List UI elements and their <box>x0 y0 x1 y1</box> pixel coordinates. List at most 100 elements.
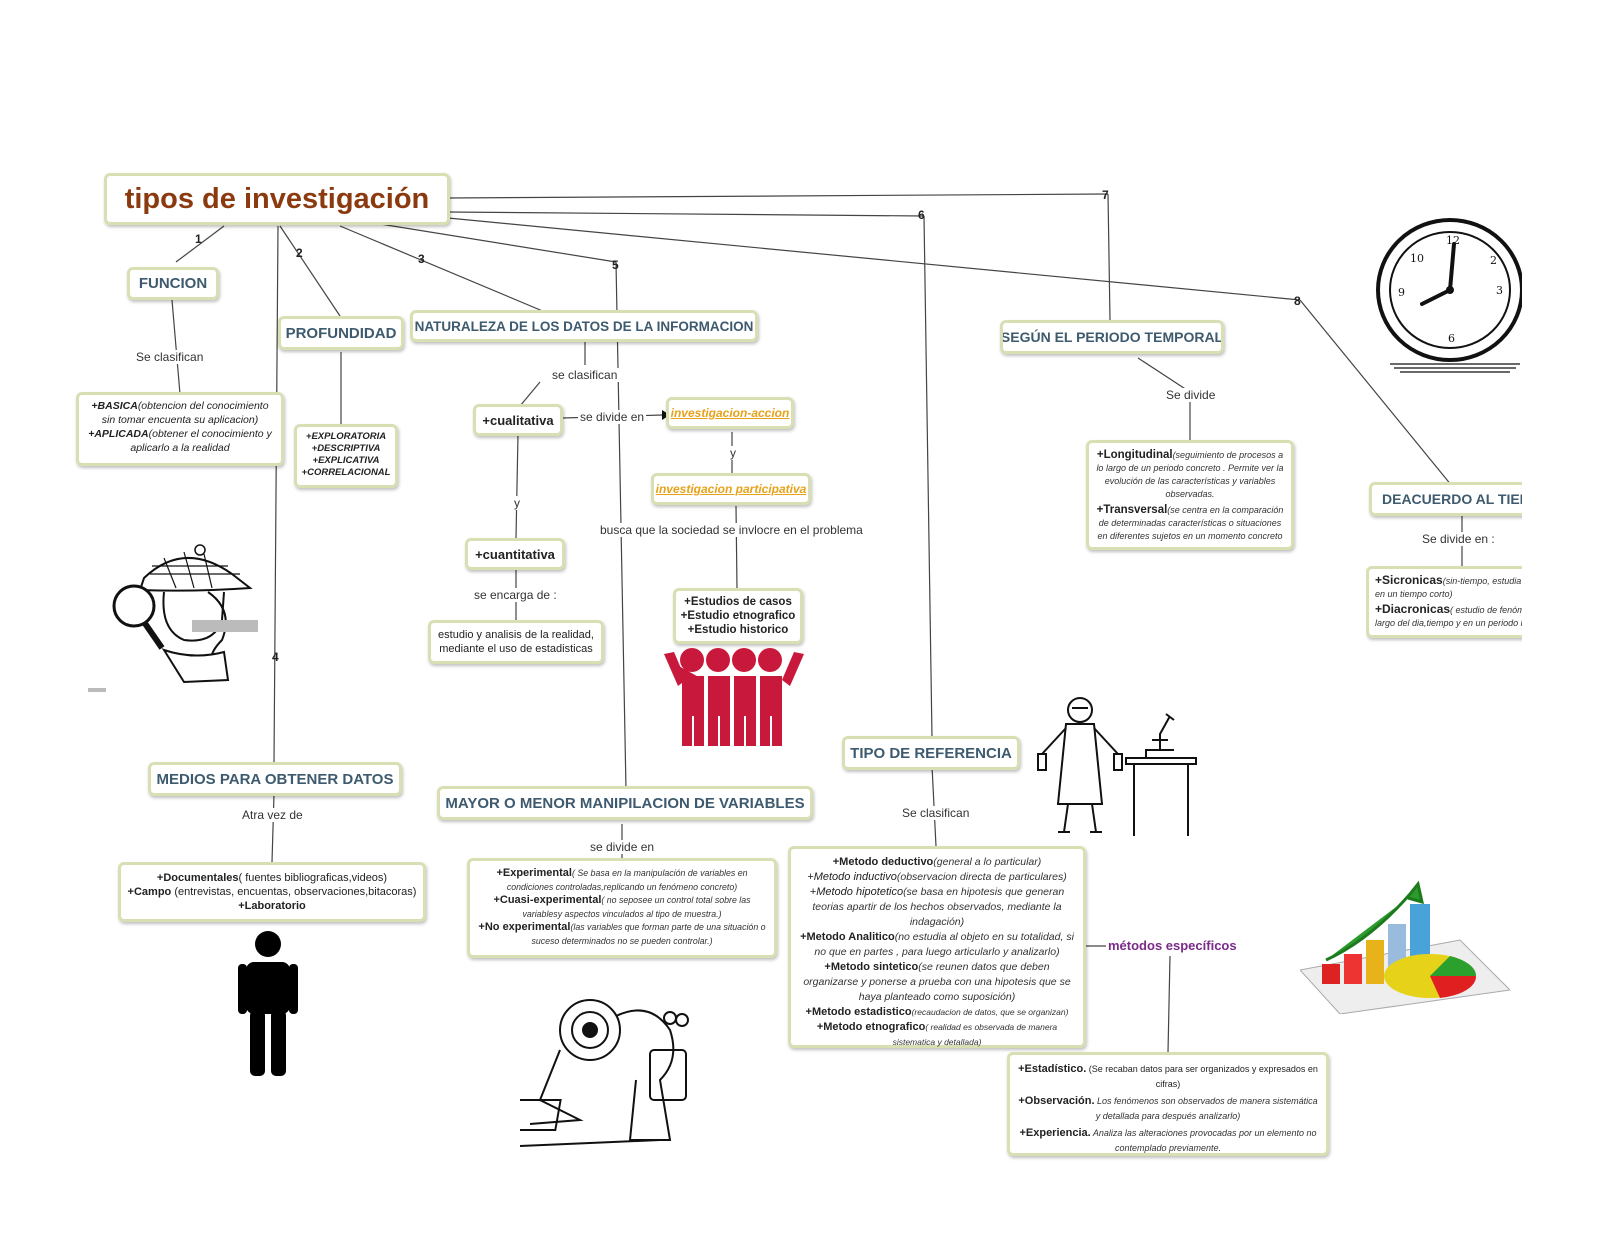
estudio-item: +Estudio historico <box>687 624 789 636</box>
branch-number-7: 7 <box>1102 188 1109 202</box>
manipulacion-node[interactable]: MAYOR O MENOR MANIPILACION DE VARIABLES <box>437 786 813 820</box>
inv-participativa-link[interactable]: investigacion participativa <box>655 482 807 496</box>
scientist-illustration <box>1037 697 1197 836</box>
y-connector-2: y <box>512 496 522 510</box>
funcion-node[interactable]: FUNCION <box>127 267 219 300</box>
medios-item: +Campo (entrevistas, encuentas, observac… <box>127 886 417 898</box>
profundidad-item: +CORRELACIONAL <box>301 467 391 478</box>
manipulacion-items-node[interactable]: +Experimental( Se basa en la manipulació… <box>467 858 777 958</box>
svg-text:12: 12 <box>1446 234 1460 247</box>
temporal-header: SEGÚN EL PERIODO TEMPORAL <box>1000 329 1224 345</box>
tiempo-item: +Sicronicas(sin-tiempo, estudia fenómeno… <box>1375 573 1522 599</box>
cualitativa-node[interactable]: +cualitativa <box>473 404 563 436</box>
funcion-item: +APLICADA(obtener el conocimiento y apli… <box>88 428 272 454</box>
link-3 <box>339 225 546 313</box>
person-icon <box>238 931 298 1076</box>
branch-number-8: 8 <box>1294 294 1301 308</box>
profundidad-items-node[interactable]: +EXPLORATORIA +DESCRIPTIVA +EXPLICATIVA … <box>294 424 398 488</box>
referencia-header: TIPO DE REFERENCIA <box>850 744 1012 762</box>
profundidad-item: +EXPLICATIVA <box>312 455 380 466</box>
medios-item: +Laboratorio <box>238 900 306 912</box>
metodos-especificos-label: métodos específicos <box>1108 938 1237 953</box>
referencia-item: +Metodo inductivo(observacion directa de… <box>807 871 1067 883</box>
funcion-items-node[interactable]: +BASICA(obtencion del conocimiento sin t… <box>76 392 284 466</box>
estudios-node[interactable]: +Estudios de casos +Estudio etnografico … <box>673 588 803 644</box>
branch-number-3: 3 <box>418 252 425 266</box>
svg-text:10: 10 <box>1410 252 1424 265</box>
link-nat-2 <box>519 381 541 407</box>
naturaleza-header: NATURALEZA DE LOS DATOS DE LA INFORMACIO… <box>414 318 754 334</box>
estudio-analisis-text: estudio y analisis de la realidad, media… <box>438 629 594 655</box>
estudio-item: +Estudio etnografico <box>680 610 796 622</box>
link-6b <box>923 215 933 739</box>
cuantitativa-node[interactable]: +cuantitativa <box>465 538 565 570</box>
link-4 <box>273 225 279 763</box>
link-espec-box <box>1167 955 1171 1053</box>
inv-accion-link[interactable]: investigacion-accion <box>670 406 790 420</box>
link-medios <box>271 793 275 863</box>
referencia-item: +Metodo sintetico(se reunen datos que de… <box>803 961 1071 1003</box>
link-5a <box>379 223 617 263</box>
medios-connector: Atra vez de <box>240 808 305 822</box>
temporal-items-node[interactable]: +Longitudinal(seguimiento de procesos a … <box>1086 440 1294 550</box>
medios-items-node[interactable]: +Documentales( fuentes bibliograficas,vi… <box>118 862 426 922</box>
tiempo-header: DEACUERDO AL TIEMPO <box>1382 491 1522 507</box>
tiempo-connector: Se divide en : <box>1420 532 1497 546</box>
branch-number-5: 5 <box>612 258 619 272</box>
referencia-item: +Metodo estadistico(recaudacion de datos… <box>805 1006 1069 1018</box>
estudio-item: +Estudios de casos <box>684 596 792 608</box>
medios-node[interactable]: MEDIOS PARA OBTENER DATOS <box>148 762 402 796</box>
branch-number-2: 2 <box>296 246 303 260</box>
especificos-items-node[interactable]: +Estadístico. (Se recaban datos para ser… <box>1007 1052 1329 1156</box>
encarga-label: se encarga de : <box>472 588 559 602</box>
referencia-node[interactable]: TIPO DE REFERENCIA <box>842 736 1020 770</box>
tiempo-items-node[interactable]: +Sicronicas(sin-tiempo, estudia fenómeno… <box>1366 566 1522 638</box>
referencia-connector: Se clasifican <box>900 806 972 820</box>
people-group-icon <box>664 648 804 746</box>
manipulacion-header: MAYOR O MENOR MANIPILACION DE VARIABLES <box>445 794 805 812</box>
especificos-item: +Observación. Los fenómenos son observad… <box>1018 1095 1318 1121</box>
referencia-item: +Metodo hipotetico(se basa en hipotesis … <box>809 886 1065 928</box>
estudio-analisis-node[interactable]: estudio y analisis de la realidad, media… <box>428 620 604 664</box>
naturaleza-node[interactable]: NATURALEZA DE LOS DATOS DE LA INFORMACIO… <box>410 310 758 342</box>
temporal-item: +Longitudinal(seguimiento de procesos a … <box>1096 449 1284 499</box>
link-temp-1 <box>1137 357 1191 393</box>
svg-text:3: 3 <box>1496 284 1503 297</box>
divide-en-label: se divide en <box>578 410 647 424</box>
svg-text:6: 6 <box>1448 332 1455 345</box>
title-node[interactable]: tipos de investigación <box>104 173 450 225</box>
tiempo-node[interactable]: DEACUERDO AL TIEMPO <box>1369 482 1522 516</box>
page-title: tipos de investigación <box>124 182 430 215</box>
link-1 <box>175 225 225 263</box>
researcher-cartoon <box>520 999 689 1147</box>
especificos-item: +Experiencia. Analiza las alteraciones p… <box>1019 1127 1317 1153</box>
naturaleza-connector: se clasifican <box>550 368 620 382</box>
growth-chart-illustration <box>1300 880 1510 1014</box>
link-8a <box>447 217 1301 301</box>
svg-text:9: 9 <box>1398 286 1405 299</box>
especificos-item: +Estadístico. (Se recaban datos para ser… <box>1018 1063 1318 1089</box>
link-cual-cuant <box>515 433 519 539</box>
referencia-item: +Metodo Analitico(no estudia al objeto e… <box>800 931 1074 958</box>
inv-participativa-node[interactable]: investigacion participativa <box>651 473 811 505</box>
temporal-node[interactable]: SEGÚN EL PERIODO TEMPORAL <box>1000 320 1224 354</box>
link-2 <box>279 225 341 317</box>
manipulacion-connector: se divide en <box>588 840 657 854</box>
branch-number-6: 6 <box>918 208 925 222</box>
temporal-item: +Transversal(se centra en la comparación… <box>1096 504 1284 541</box>
manipulacion-item: +Cuasi-experimental( no seposee un contr… <box>493 894 751 919</box>
link-part-estudios <box>735 505 738 589</box>
temporal-connector: Se divide <box>1164 388 1218 402</box>
medios-header: MEDIOS PARA OBTENER DATOS <box>156 770 394 788</box>
referencia-item: +Metodo deductivo(general a lo particula… <box>832 856 1042 868</box>
inv-accion-node[interactable]: investigacion-accion <box>666 397 794 429</box>
profundidad-header: PROFUNDIDAD <box>285 324 397 342</box>
profundidad-node[interactable]: PROFUNDIDAD <box>278 316 404 350</box>
branch-number-4: 4 <box>272 650 279 664</box>
link-7a <box>447 193 1109 199</box>
referencia-items-node[interactable]: +Metodo deductivo(general a lo particula… <box>788 846 1086 1048</box>
medios-item: +Documentales( fuentes bibliograficas,vi… <box>156 872 388 884</box>
referencia-item: +Metodo etnografico( realidad es observa… <box>816 1021 1058 1047</box>
profundidad-item: +EXPLORATORIA <box>305 431 387 442</box>
